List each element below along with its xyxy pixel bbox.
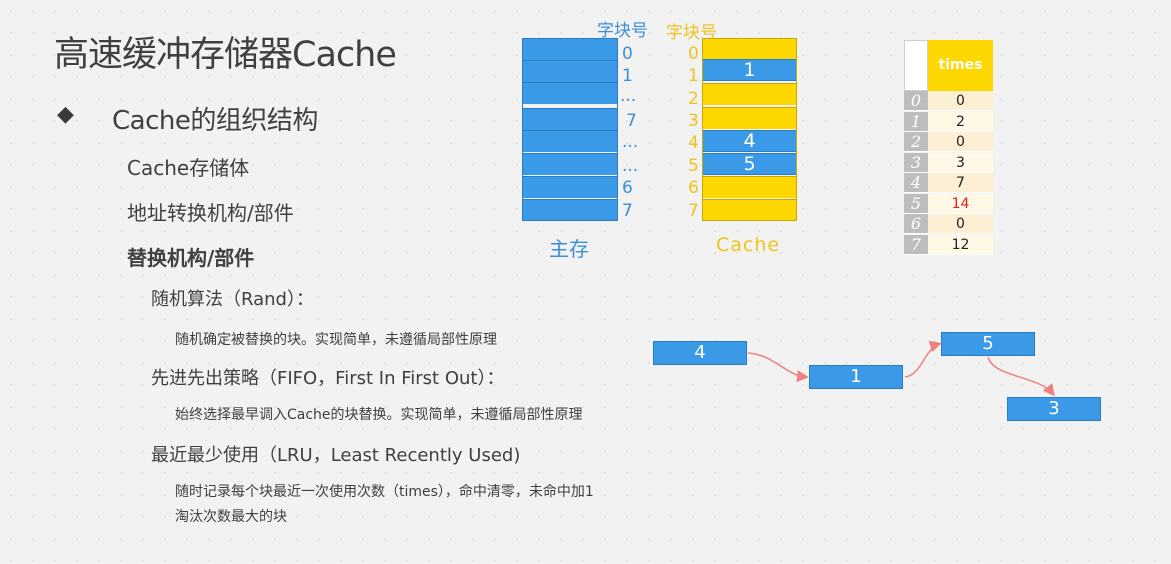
cache-index: 6 xyxy=(688,178,699,198)
section-heading: Cache的组织结构 xyxy=(112,106,318,136)
times-table-corner xyxy=(904,40,928,91)
outline-cache-storage: Cache存储体 xyxy=(127,156,250,180)
cache-label: Cache xyxy=(716,234,781,256)
arrow-5-to-3 xyxy=(987,356,1055,397)
times-row-value: 0 xyxy=(928,132,993,152)
cache-index: 2 xyxy=(688,89,699,109)
times-row-value: 0 xyxy=(928,91,993,111)
cache-block-loaded: 4 xyxy=(702,130,797,152)
times-row-index: 2 xyxy=(904,132,928,152)
times-row-value: 2 xyxy=(928,111,993,132)
cache-index: 1 xyxy=(688,66,699,86)
fifo-desc: 始终选择最早调入Cache的块替换。实现简单，未遵循局部性原理 xyxy=(175,407,583,423)
lru-title: 最近最少使用（LRU，Least Recently Used) xyxy=(151,445,521,466)
slide-title: 高速缓冲存储器Cache xyxy=(54,35,397,75)
cache-block xyxy=(702,176,797,198)
times-row-index: 7 xyxy=(904,234,928,255)
times-row-value: 14 xyxy=(928,193,993,214)
main-memory-block xyxy=(522,60,618,82)
times-row-value: 3 xyxy=(928,152,993,173)
times-row-index: 5 xyxy=(904,193,928,214)
diamond-bullet-icon: ◆ xyxy=(57,102,74,127)
cache-block xyxy=(702,107,797,129)
sequence-block: 1 xyxy=(809,365,903,389)
rand-desc: 随机确定被替换的块。实现简单，未遵循局部性原理 xyxy=(175,332,497,348)
main-memory-block xyxy=(522,153,618,175)
fifo-title: 先进先出策略（FIFO，First In First Out）： xyxy=(151,368,505,389)
main-memory-index: 7 xyxy=(626,111,637,131)
main-memory-block xyxy=(522,108,618,130)
lru-desc-1: 随时记录每个块最近一次使用次数（times），命中清零，未命中加1 xyxy=(175,484,594,500)
cache-block xyxy=(702,83,797,105)
main-memory-block xyxy=(522,130,618,152)
sequence-block: 3 xyxy=(1007,397,1101,421)
outline-address-translation: 地址转换机构/部件 xyxy=(127,201,294,225)
main-memory-label: 主存 xyxy=(549,237,589,261)
cache-index: 4 xyxy=(688,133,699,153)
main-memory-block xyxy=(522,176,618,198)
cache-index: 3 xyxy=(688,111,699,131)
rand-title: 随机算法（Rand）： xyxy=(151,289,314,310)
main-memory-index: 1 xyxy=(622,66,633,86)
sequence-block: 4 xyxy=(653,341,747,365)
main-memory-block xyxy=(522,82,618,104)
times-table-header: times xyxy=(928,40,993,91)
times-row-index: 6 xyxy=(904,214,928,234)
main-memory-index: ... xyxy=(622,156,639,176)
main-memory-index: 6 xyxy=(622,178,633,198)
times-row-index: 0 xyxy=(904,91,928,111)
times-row-value: 7 xyxy=(928,173,993,193)
cache-index: 0 xyxy=(688,44,699,64)
arrow-4-to-1 xyxy=(747,352,809,383)
main-memory-index: 0 xyxy=(622,44,633,64)
cache-block-loaded: 1 xyxy=(702,59,797,81)
times-row-value: 0 xyxy=(928,214,993,234)
main-memory-index: 7 xyxy=(622,201,633,221)
arrow-1-to-5 xyxy=(904,340,942,378)
cache-frame xyxy=(702,38,797,221)
cache-block xyxy=(702,199,797,221)
sequence-block: 5 xyxy=(941,332,1035,356)
main-memory-index: ... xyxy=(622,132,639,152)
times-row-index: 1 xyxy=(904,111,928,132)
main-memory-index: ... xyxy=(620,86,637,106)
times-row-value: 12 xyxy=(928,234,993,255)
outline-replacement: 替换机构/部件 xyxy=(127,246,255,270)
main-memory-frame xyxy=(522,38,618,221)
times-row-index: 4 xyxy=(904,173,928,193)
cache-index: 7 xyxy=(688,201,699,221)
lru-desc-2: 淘汰次数最大的块 xyxy=(175,509,287,525)
main-memory-header: 字块号 xyxy=(597,21,648,41)
times-row-index: 3 xyxy=(904,152,928,173)
main-memory-block xyxy=(522,199,618,221)
cache-index: 5 xyxy=(688,156,699,176)
